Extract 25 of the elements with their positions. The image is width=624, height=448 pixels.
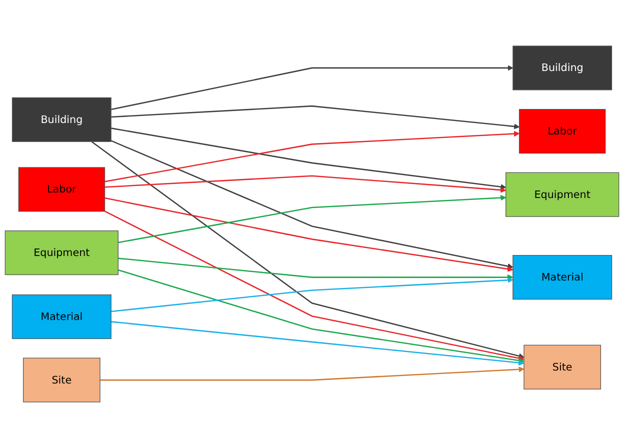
- node-box: Site: [22, 358, 100, 402]
- node-box: Building: [512, 46, 612, 90]
- node-box: Building: [12, 97, 112, 142]
- node-box: Material: [12, 294, 112, 340]
- arrow: [118, 194, 506, 244]
- arrow: [118, 269, 524, 364]
- arrow: [118, 258, 514, 280]
- arrow: [111, 105, 520, 130]
- arrow: [111, 277, 514, 312]
- node-box: Equipment: [506, 172, 620, 217]
- arrow: [100, 366, 524, 381]
- arrow: [91, 141, 524, 359]
- arrow: [104, 210, 524, 362]
- arrow: [110, 128, 506, 190]
- node-box: Material: [512, 255, 612, 300]
- arrow: [104, 130, 520, 182]
- arrow: [110, 140, 514, 269]
- node-box: Equipment: [4, 230, 118, 276]
- arrow: [104, 197, 514, 272]
- arrow: [111, 321, 524, 366]
- node-box: Site: [524, 344, 602, 390]
- node-box: Labor: [518, 108, 606, 154]
- arrow: [104, 175, 506, 193]
- node-box: Labor: [18, 167, 106, 212]
- arrow: [110, 65, 514, 110]
